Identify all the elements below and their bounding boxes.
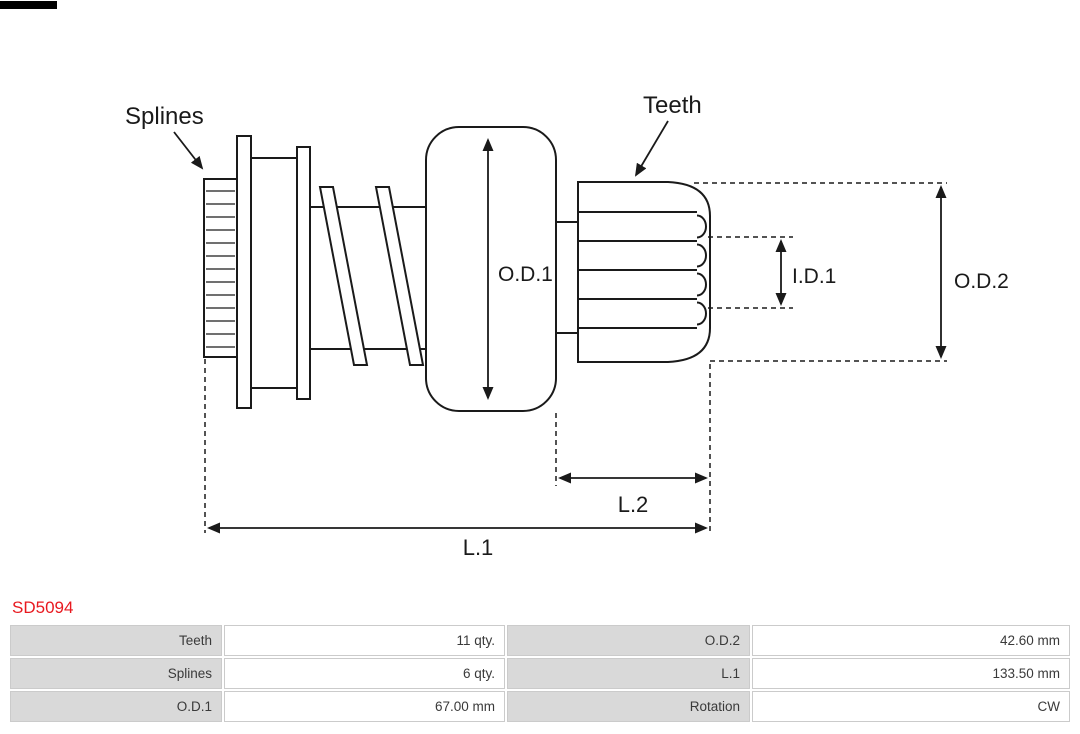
spec-label-cell: Teeth	[10, 625, 222, 656]
id1-label: I.D.1	[792, 265, 836, 288]
splines-label: Splines	[125, 103, 204, 130]
spec-value-cell: 67.00 mm	[224, 691, 505, 722]
spec-label-cell: L.1	[507, 658, 750, 689]
part-number: SD5094	[12, 598, 74, 617]
spec-row-3: O.D.1 67.00 mm Rotation CW	[10, 691, 1070, 722]
l2-label: L.2	[618, 492, 649, 517]
od1-label: O.D.1	[498, 263, 553, 286]
spec-value-cell: 133.50 mm	[752, 658, 1070, 689]
od2-label: O.D.2	[954, 270, 1009, 293]
pinion-gear	[577, 181, 711, 363]
spline-shaft	[203, 178, 238, 358]
spec-value-cell: 42.60 mm	[752, 625, 1070, 656]
spec-row-1: Teeth 11 qty. O.D.2 42.60 mm	[10, 625, 1070, 656]
neck	[555, 221, 579, 334]
spline-hatch	[206, 190, 235, 348]
l1-label: L.1	[463, 535, 494, 560]
construction-lines	[204, 182, 947, 533]
spec-value-cell: 11 qty.	[224, 625, 505, 656]
flange-plate-left	[236, 135, 252, 409]
spec-label-cell: Rotation	[507, 691, 750, 722]
teeth-label: Teeth	[643, 92, 702, 119]
spring-coil	[318, 186, 369, 366]
spec-value-cell: 6 qty.	[224, 658, 505, 689]
hub-cylinder	[250, 157, 298, 389]
spec-label-cell: O.D.2	[507, 625, 750, 656]
spec-row-2: Splines 6 qty. L.1 133.50 mm	[10, 658, 1070, 689]
spec-label-cell: Splines	[10, 658, 222, 689]
flange-plate-right	[296, 146, 311, 400]
gear-teeth-lines	[579, 211, 707, 329]
splines-callout-arrow	[173, 131, 204, 170]
spring-coil	[374, 186, 425, 366]
dimension-arrows	[173, 120, 947, 534]
teeth-callout-arrow	[634, 120, 669, 177]
top-left-mark	[0, 1, 57, 9]
spec-value-cell: CW	[752, 691, 1070, 722]
spec-label-cell: O.D.1	[10, 691, 222, 722]
technical-diagram: Splines Teeth O.D.1 I.D.1 O.D.2 L.2 L.1	[125, 92, 1009, 560]
spec-table: Teeth 11 qty. O.D.2 42.60 mm Splines 6 q…	[8, 623, 1072, 724]
